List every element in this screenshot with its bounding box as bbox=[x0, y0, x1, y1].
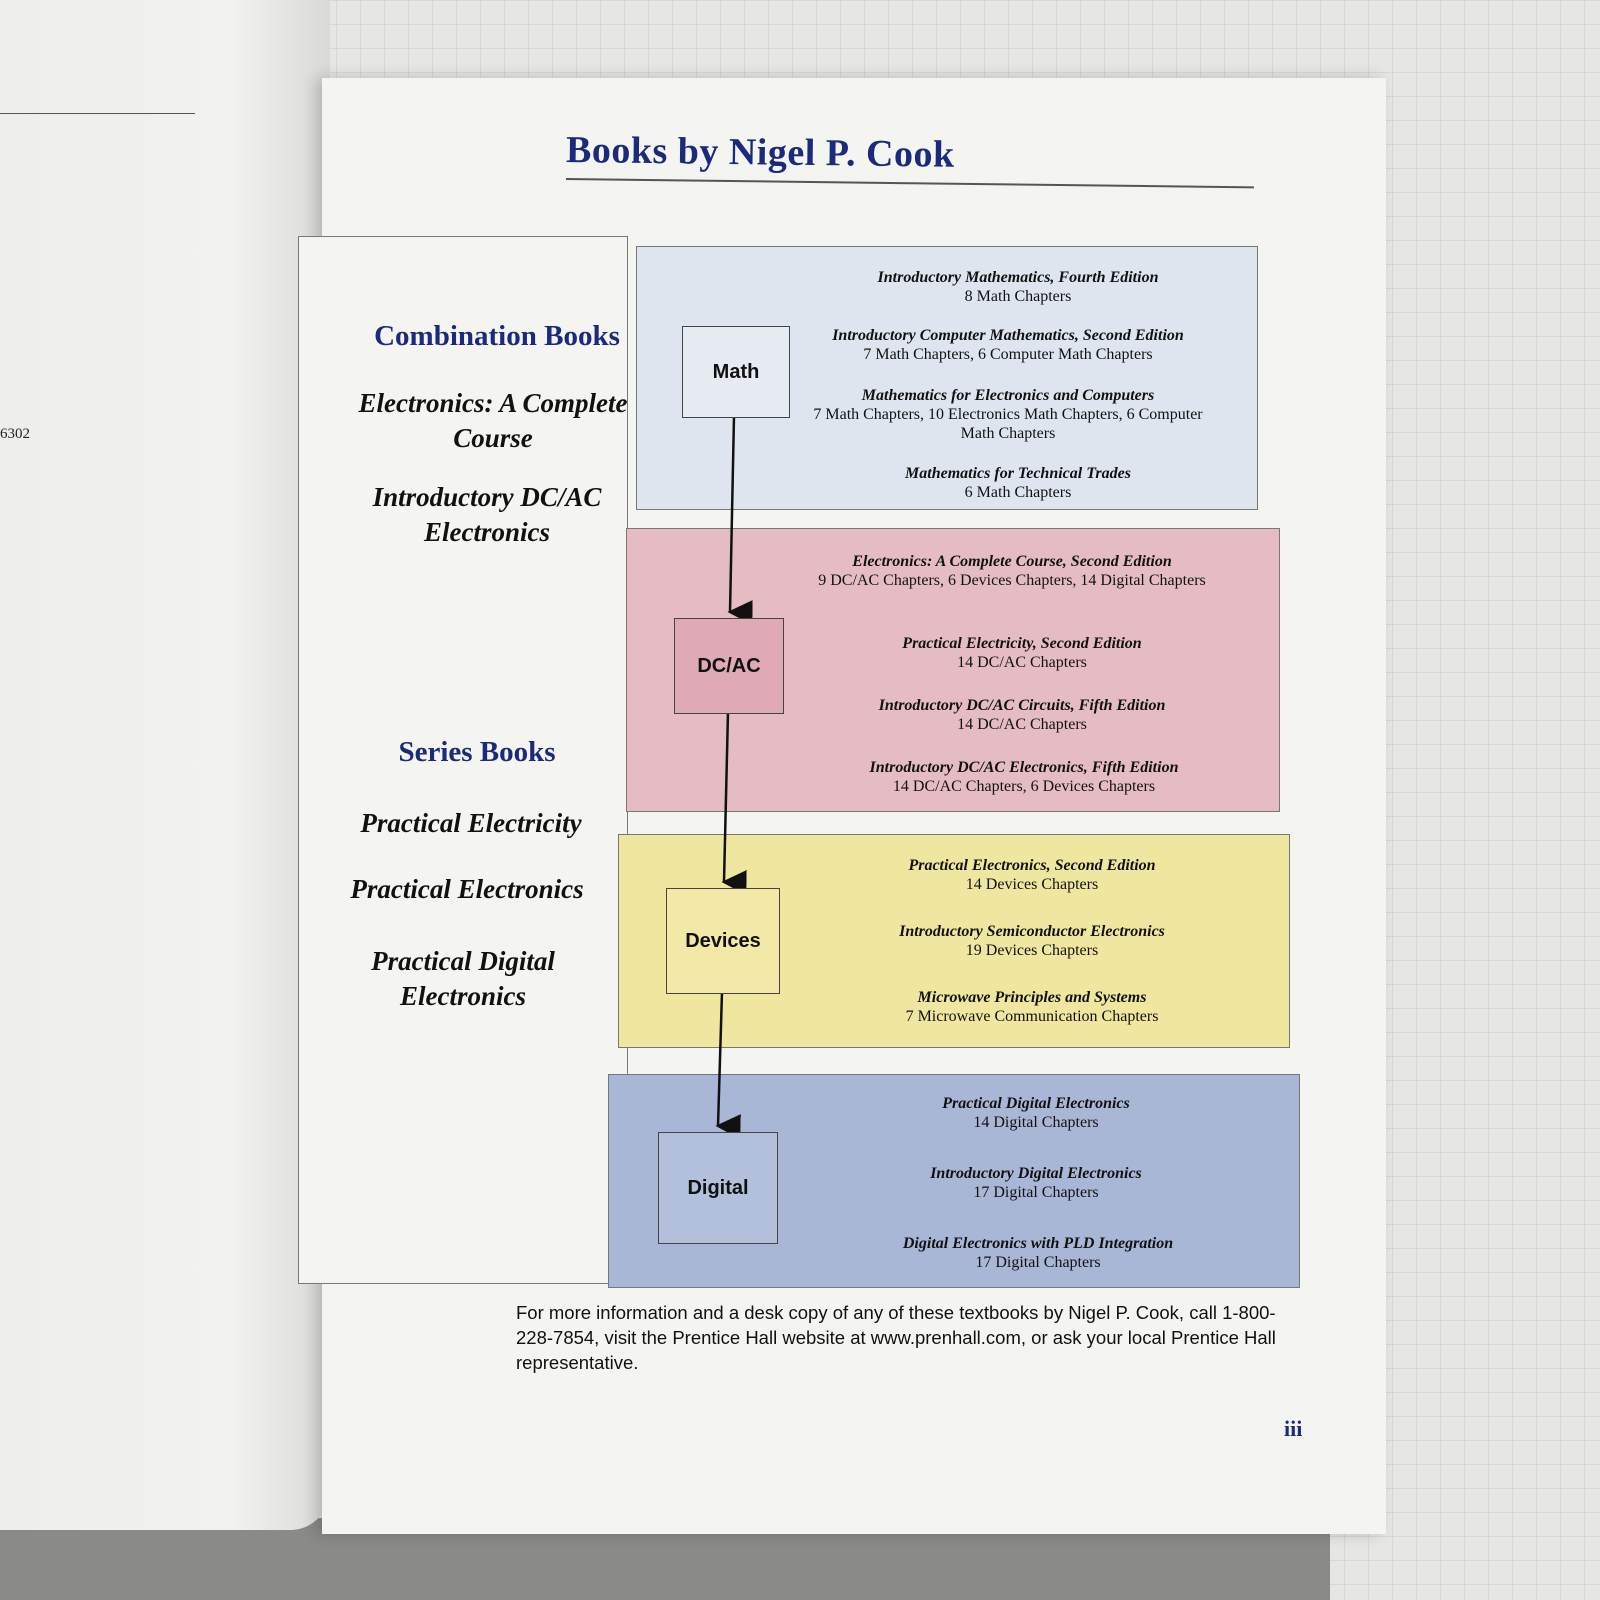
book-entry: Digital Electronics with PLD Integration… bbox=[828, 1234, 1248, 1272]
book-entry: Introductory Semiconductor Electronics 1… bbox=[822, 922, 1242, 960]
page-title: Books by Nigel P. Cook bbox=[565, 129, 955, 176]
book-chapters: 14 DC/AC Chapters, 6 Devices Chapters bbox=[892, 778, 1156, 795]
book-title: Microwave Principles and Systems bbox=[917, 989, 1147, 1006]
series-item: Practical Electricity bbox=[360, 808, 582, 838]
combination-item: Introductory DC/AC Electronics bbox=[372, 482, 602, 547]
book-title: Introductory DC/AC Circuits, Fifth Editi… bbox=[878, 697, 1166, 714]
book-title: Introductory Digital Electronics bbox=[930, 1165, 1142, 1182]
book-entry: Introductory Mathematics, Fourth Edition… bbox=[808, 268, 1228, 306]
book-chapters: 7 Microwave Communication Chapters bbox=[905, 1008, 1159, 1025]
left-page-rule bbox=[0, 113, 195, 114]
book-entry: Practical Digital Electronics 14 Digital… bbox=[826, 1094, 1246, 1132]
book-entry: Introductory Digital Electronics 17 Digi… bbox=[826, 1164, 1246, 1202]
book-title: Electronics: A Complete Course, Second E… bbox=[852, 553, 1172, 570]
topic-math-box: Math bbox=[682, 326, 790, 418]
left-page: 6302 bbox=[0, 0, 330, 1530]
book-title: Introductory Computer Mathematics, Secon… bbox=[832, 327, 1184, 344]
series-books-heading: Series Books bbox=[398, 736, 556, 768]
book-title: Practical Electricity, Second Edition bbox=[902, 635, 1142, 652]
footer-contact-note: For more information and a desk copy of … bbox=[516, 1302, 1276, 1373]
book-chapters: 19 Devices Chapters bbox=[965, 942, 1099, 959]
book-entry: Introductory DC/AC Electronics, Fifth Ed… bbox=[814, 758, 1234, 796]
book-entry: Electronics: A Complete Course, Second E… bbox=[810, 552, 1214, 590]
book-entry: Mathematics for Electronics and Computer… bbox=[808, 386, 1208, 443]
book-title: Introductory Semiconductor Electronics bbox=[899, 923, 1165, 940]
book-chapters: 17 Digital Chapters bbox=[975, 1254, 1101, 1271]
book-chapters: 14 DC/AC Chapters bbox=[957, 716, 1087, 733]
topic-dcac-box: DC/AC bbox=[674, 618, 784, 714]
book-chapters: 6 Math Chapters bbox=[964, 484, 1072, 501]
book-chapters: 14 Devices Chapters bbox=[965, 876, 1099, 893]
book-title: Practical Electronics, Second Edition bbox=[908, 857, 1156, 874]
book-title: Practical Digital Electronics bbox=[942, 1095, 1130, 1112]
book-entry: Introductory DC/AC Circuits, Fifth Editi… bbox=[812, 696, 1232, 734]
book-chapters: 7 Math Chapters, 6 Computer Math Chapter… bbox=[863, 346, 1153, 363]
book-entry: Practical Electronics, Second Edition 14… bbox=[822, 856, 1242, 894]
topic-digital-box: Digital bbox=[658, 1132, 778, 1244]
book-chapters: 9 DC/AC Chapters, 6 Devices Chapters, 14… bbox=[818, 572, 1206, 589]
series-item: Practical Digital Electronics bbox=[371, 946, 555, 1011]
page-number: iii bbox=[1284, 1416, 1303, 1441]
book-entry: Mathematics for Technical Trades 6 Math … bbox=[808, 464, 1228, 502]
series-item: Practical Electronics bbox=[350, 874, 584, 904]
book-entry: Introductory Computer Mathematics, Secon… bbox=[808, 326, 1208, 364]
book-title: Mathematics for Technical Trades bbox=[905, 465, 1131, 482]
book-chapters: 7 Math Chapters, 10 Electronics Math Cha… bbox=[813, 406, 1203, 442]
book-entry: Microwave Principles and Systems 7 Micro… bbox=[822, 988, 1242, 1026]
combination-item: Electronics: A Complete Course bbox=[358, 388, 628, 453]
book-chapters: 14 Digital Chapters bbox=[973, 1114, 1099, 1131]
left-page-number-fragment: 6302 bbox=[0, 426, 30, 442]
book-title: Introductory DC/AC Electronics, Fifth Ed… bbox=[869, 759, 1179, 776]
book-entry: Practical Electricity, Second Edition 14… bbox=[812, 634, 1232, 672]
topic-devices-box: Devices bbox=[666, 888, 780, 994]
book-chapters: 17 Digital Chapters bbox=[973, 1184, 1099, 1201]
combination-books-heading: Combination Books bbox=[374, 320, 620, 352]
book-chapters: 14 DC/AC Chapters bbox=[957, 654, 1087, 671]
book-category-panel bbox=[298, 236, 628, 1284]
book-chapters: 8 Math Chapters bbox=[964, 288, 1072, 305]
book-title: Introductory Mathematics, Fourth Edition bbox=[877, 269, 1159, 286]
book-title: Mathematics for Electronics and Computer… bbox=[861, 387, 1155, 404]
book-title: Digital Electronics with PLD Integration bbox=[902, 1235, 1174, 1252]
